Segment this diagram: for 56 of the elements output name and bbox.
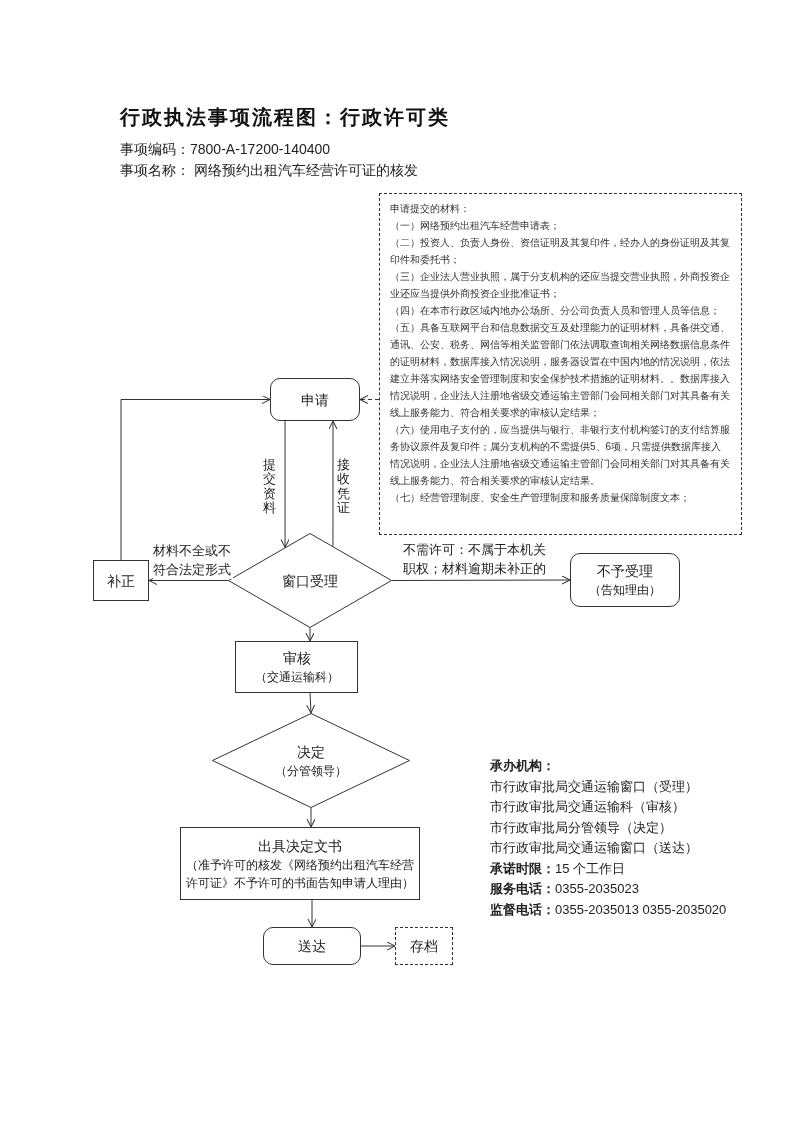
requirement-text: （二）投资人、负责人身份、资信证明及其复印件，经办人的身份证明及其复印件和委托书； xyxy=(390,236,731,267)
node-subtitle: （分管领导） xyxy=(274,762,348,780)
process-box xyxy=(93,560,149,601)
arrow xyxy=(360,941,396,951)
process-box xyxy=(263,927,361,965)
edge-label: 不需许可：不属于本机关职权；材料逾期未补正的 xyxy=(403,540,549,578)
node-label: 出具决定文书 xyxy=(258,836,342,856)
info-text: 承办机构： xyxy=(490,757,556,775)
requirement-text: （七）经营管理制度、安全生产管理制度和服务质量保障制度文本； xyxy=(390,491,691,505)
requirement-text: （四）在本市行政区域内地办公场所、分公司负责人员和管理人员等信息； xyxy=(390,304,721,318)
arrow xyxy=(120,395,271,561)
process-box xyxy=(235,641,358,693)
edge-label: 提交资料 xyxy=(263,458,276,516)
edge-label: 接收凭证 xyxy=(337,458,350,516)
node-subtitle: （告知理由） xyxy=(588,582,662,599)
arrow xyxy=(305,627,315,642)
info-text: 市行政审批局交通运输科（审核） xyxy=(490,798,686,816)
node-label: 决定 xyxy=(297,742,325,762)
arrow xyxy=(306,807,316,828)
process-box xyxy=(270,378,360,421)
info-text: 事项名称： 网络预约出租汽车经营许可证的核发 xyxy=(120,161,418,180)
node-subtitle: （准予许可的核发《网络预约出租汽车经营许可证》不予许可的书面告知申请人理由） xyxy=(185,856,415,892)
decision-diamond xyxy=(212,713,410,808)
arrow xyxy=(306,692,316,714)
end-box xyxy=(570,553,680,607)
node-label: 申请 xyxy=(301,390,329,410)
page-title: 行政执法事项流程图：行政许可类 xyxy=(120,104,450,131)
node-label: 审核 xyxy=(282,649,311,668)
info-text: 事项编码：7800-A-17200-140400 xyxy=(120,140,331,159)
info-text: 市行政审批局交通运输窗口（受理） xyxy=(490,777,699,796)
requirement-text: （一）网络预约出租汽车经营申请表； xyxy=(390,219,561,233)
edge-label: 材料不全或不符合法定形式 xyxy=(153,541,233,579)
archive-box xyxy=(395,927,453,965)
arrow xyxy=(280,420,290,548)
arrow xyxy=(148,576,229,585)
info-text: 监督电话：0355-2035013 0355-2035020 xyxy=(490,900,727,919)
arrow xyxy=(328,420,338,547)
requirement-text: （三）企业法人营业执照，属于分支机构的还应当提交营业执照，外商投资企业还应当提供外商投资企业批准证书； xyxy=(390,270,731,301)
requirement-text: 申请提交的材料： xyxy=(390,202,471,216)
node-label: 存档 xyxy=(410,937,438,956)
node-subtitle: （交通运输科） xyxy=(253,669,340,686)
info-text: 服务电话：0355-2035023 xyxy=(490,880,640,898)
node-label: 不予受理 xyxy=(597,562,653,581)
requirement-text: （五）具备互联网平台和信息数据交互及处理能力的证明材料，具备供交通、通讯、公安、税务、网信等相关监管部门依法调取查询相关网络数据信息条件的证明材料，数据库接入情况说明，服务器设置在中国内地的情况说明，依法建立并落实网络安全管理制度和安全保护技术措施的证明材料。。数据库接入情况说明，企业法人注册地省级交通运输主管部门会同相关部门对其具备有关线上服务能力、符合相关要求的审核认定结果； xyxy=(390,321,731,420)
process-box xyxy=(180,827,420,900)
requirement-text: （六）使用电子支付的，应当提供与银行、非银行支付机构签订的支付结算服务协议原件及复印件；属分支机构的不需提供5、6项，只需提供数据库接入情况说明，企业法人注册地省级交通运输主管部门会同相关部门对其具备有关线上服务能力、符合相关要求的审核认定结果。 xyxy=(390,423,731,488)
arrow xyxy=(391,575,571,585)
info-text: 市行政审批局分管领导（决定） xyxy=(490,818,673,837)
node-label: 窗口受理 xyxy=(282,571,338,591)
arrow xyxy=(307,899,317,928)
info-text: 市行政审批局交通运输窗口（送达） xyxy=(490,839,699,857)
node-label: 补正 xyxy=(107,571,135,591)
arrow xyxy=(359,395,380,405)
node-label: 送达 xyxy=(298,937,326,956)
note-box xyxy=(379,193,742,535)
info-text: 承诺时限：15 个工作日 xyxy=(490,859,627,878)
